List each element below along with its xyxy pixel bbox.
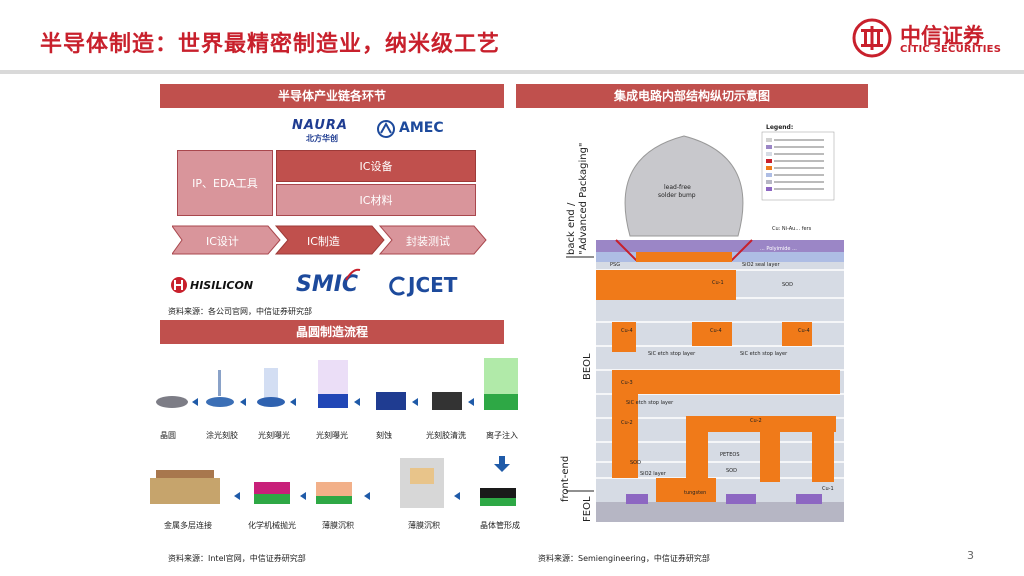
process-label-wafer: 晶圆 bbox=[160, 431, 176, 440]
hisilicon-logo-text: HISILICON bbox=[190, 279, 254, 292]
smic-swoosh-icon bbox=[345, 267, 361, 281]
process-label-ion-implant: 离子注入 bbox=[486, 431, 518, 440]
page-number: 3 bbox=[967, 549, 974, 562]
chain-arrow-packaging: 封装测试 bbox=[406, 235, 450, 248]
label-cu-2: Cu-2 bbox=[621, 420, 633, 426]
process-label-transistor: 晶体管形成 bbox=[480, 521, 520, 530]
ic-materials-box: IC材料 bbox=[276, 184, 476, 216]
label-sic-stop-2: SiC etch stop layer bbox=[740, 351, 788, 357]
label-cu-mid-3: Cu-4 bbox=[798, 328, 810, 334]
ic-cross-section-diagram bbox=[596, 126, 844, 522]
label-sio2: SiO2 seal layer bbox=[742, 262, 780, 268]
hisilicon-logo-icon bbox=[170, 276, 188, 294]
process-label-cmp: 化学机械抛光 bbox=[248, 521, 296, 530]
amec-logo-icon bbox=[376, 120, 396, 138]
side-label-feol: FEOL bbox=[582, 496, 593, 522]
label-polyimide: ... Polyimide ... bbox=[760, 246, 797, 252]
process-label-coating: 涂光刻胶 bbox=[206, 431, 238, 440]
jcet-logo-text: JCET bbox=[408, 273, 458, 297]
label-sod: SOD bbox=[782, 282, 793, 288]
label-cu-top: Cu-1 bbox=[712, 280, 724, 286]
label-sod-3: SOD bbox=[726, 468, 737, 474]
section-title-wafer-process: 晶圆制造流程 bbox=[160, 320, 504, 344]
label-cu-1: Cu-1 bbox=[822, 486, 834, 492]
label-tungsten: tungsten bbox=[684, 490, 707, 496]
citic-logo-icon bbox=[852, 18, 892, 58]
process-label-resist-clean: 光刻胶清洗 bbox=[426, 431, 466, 440]
process-label-exposure-1: 光刻曝光 bbox=[258, 431, 290, 440]
label-sod-2: SOD bbox=[630, 460, 641, 466]
label-psg: PSG bbox=[610, 262, 621, 268]
side-label-back-end: back end / bbox=[566, 202, 577, 255]
logo-chinese: 中信证券 bbox=[900, 24, 984, 48]
process-label-metal-layers: 金属多层连接 bbox=[164, 521, 212, 530]
wafer-process-illustration bbox=[150, 350, 530, 540]
naura-logo: NAURA 北方华创 bbox=[292, 118, 348, 144]
process-label-deposition-2: 薄膜沉积 bbox=[408, 521, 440, 530]
ic-equipment-box: IC设备 bbox=[276, 150, 476, 182]
section-title-ic-cross-section: 集成电路内部结构纵切示意图 bbox=[516, 84, 868, 108]
amec-logo-text: AMEC bbox=[399, 120, 444, 136]
process-label-exposure-2: 光刻曝光 bbox=[316, 431, 348, 440]
label-cu-mid-2: Cu-4 bbox=[710, 328, 722, 334]
label-sic-stop-1: SiC etch stop layer bbox=[648, 351, 696, 357]
process-label-etching: 刻蚀 bbox=[376, 431, 392, 440]
label-solder-bump: solder bump bbox=[658, 192, 696, 199]
label-solder: lead-free bbox=[664, 184, 691, 191]
chain-arrows bbox=[171, 224, 488, 256]
jcet-logo-icon bbox=[388, 276, 408, 296]
source-note-3: 资料来源：Semiengineering，中信证券研究部 bbox=[538, 554, 710, 563]
legend-title: Legend: bbox=[766, 124, 794, 131]
header-divider bbox=[0, 70, 1024, 74]
label-sio2-b: SiO2 layer bbox=[640, 471, 666, 477]
naura-logo-zh: 北方华创 bbox=[306, 134, 338, 143]
process-label-deposition-1: 薄膜沉积 bbox=[322, 521, 354, 530]
side-label-advanced-packaging: "Advanced Packaging" bbox=[578, 142, 589, 255]
label-cu-under: Cu: Ni-Au... fers bbox=[772, 226, 812, 232]
page-title: 半导体制造：世界最精密制造业，纳米级工艺 bbox=[40, 32, 501, 57]
label-cu-mid: Cu-4 bbox=[621, 328, 633, 334]
label-cu-2b: Cu-2 bbox=[750, 418, 762, 424]
logo-english: CITIC SECURITIES bbox=[900, 44, 1002, 55]
ip-eda-box: IP、EDA工具 bbox=[177, 150, 273, 216]
section-title-industry-chain: 半导体产业链各环节 bbox=[160, 84, 504, 108]
naura-logo-text: NAURA bbox=[292, 118, 348, 133]
side-divider-lines bbox=[566, 255, 596, 495]
chain-arrow-ic-design: IC设计 bbox=[206, 235, 239, 248]
label-cu-3: Cu-3 bbox=[621, 380, 633, 386]
source-note-2: 资料来源：Intel官网，中信证券研究部 bbox=[168, 554, 306, 563]
chain-arrow-ic-manufacturing: IC制造 bbox=[307, 235, 340, 248]
source-note-1: 资料来源：各公司官网，中信证券研究部 bbox=[168, 307, 312, 316]
label-teos: PETEOS bbox=[720, 452, 740, 458]
label-sic-stop-3: SiC etch stop layer bbox=[626, 400, 674, 406]
